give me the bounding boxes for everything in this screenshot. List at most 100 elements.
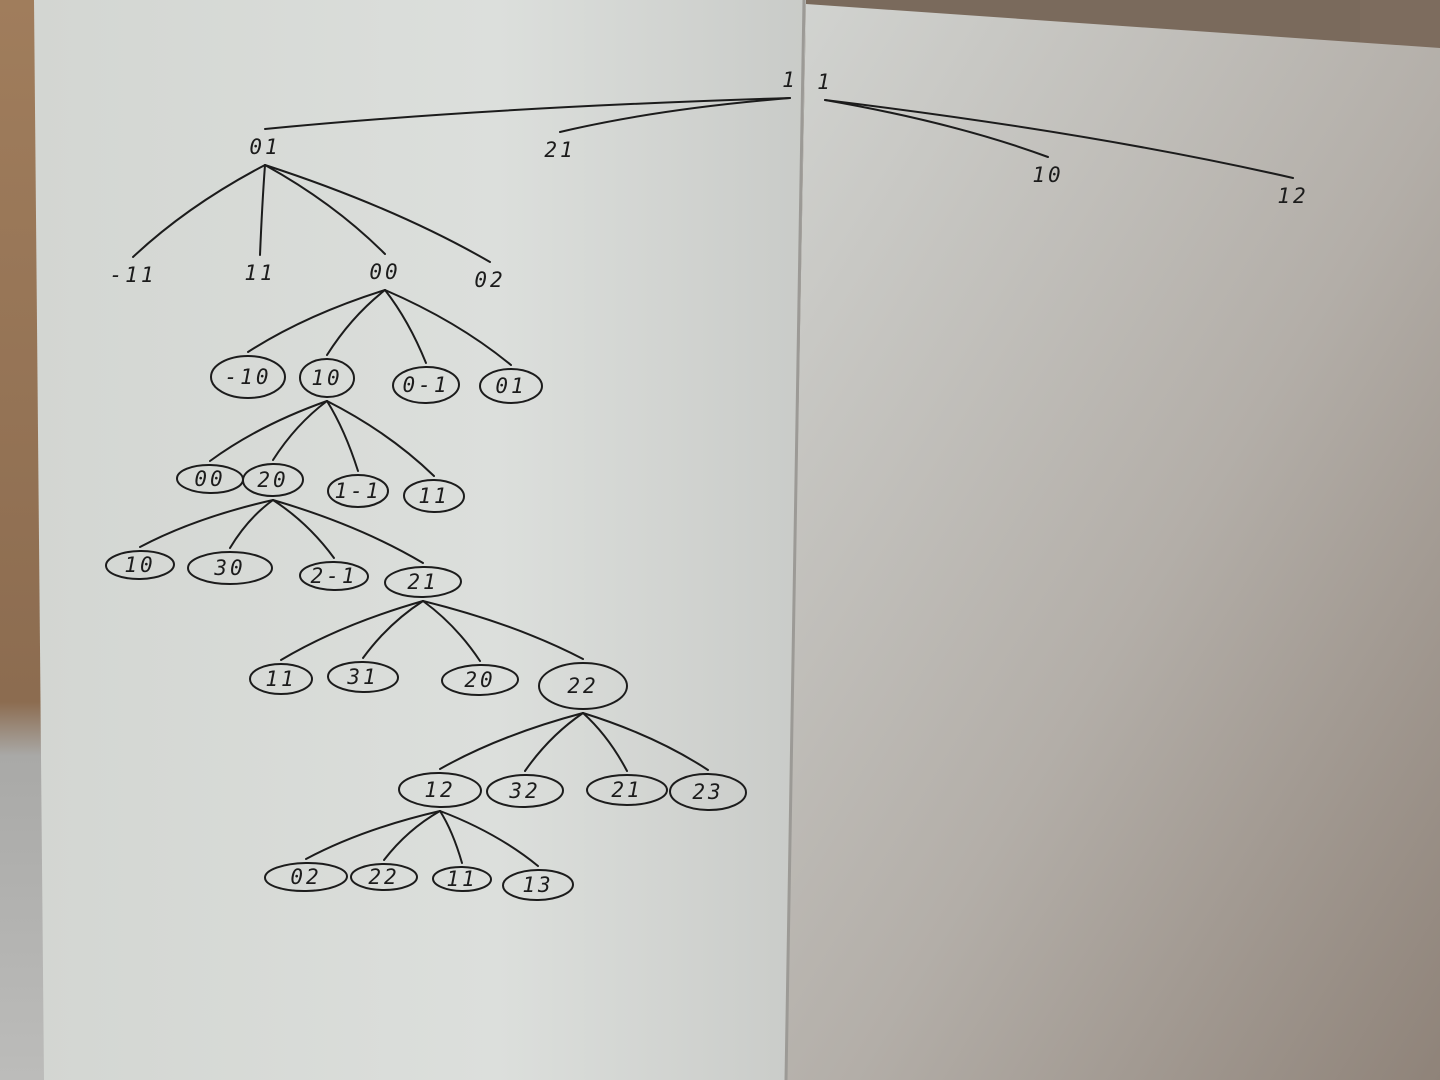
tree-node: 1-1	[327, 474, 389, 508]
node-label: 21	[544, 138, 575, 162]
node-circle	[249, 663, 313, 695]
tree-edge	[132, 164, 266, 258]
node-label: 02	[290, 865, 321, 889]
node-circle	[398, 771, 482, 809]
node-circle	[327, 660, 399, 694]
node-label: 2-1	[311, 564, 358, 588]
node-label: 30	[213, 556, 245, 580]
tree-edge	[326, 400, 359, 472]
tree-node: 11	[432, 865, 492, 893]
tree-edge	[272, 499, 335, 559]
tree-edge	[824, 99, 1049, 158]
tree-edge	[439, 810, 539, 867]
tree-edge	[326, 289, 386, 356]
tree-node: 31	[327, 660, 399, 694]
tree-node: 02	[474, 268, 505, 292]
node-circle	[486, 773, 564, 809]
tree-node: 1	[782, 68, 795, 92]
node-label: 10	[311, 366, 342, 390]
tree-edge	[229, 499, 274, 549]
tree-node: 23	[669, 772, 747, 812]
node-label: 12	[1277, 184, 1308, 208]
tree-edge	[264, 164, 491, 263]
node-label: 20	[464, 668, 495, 692]
node-label: 02	[474, 268, 505, 292]
tree-node: 00	[369, 260, 400, 284]
tree-node: -11	[110, 263, 157, 287]
tree-edge	[384, 289, 512, 366]
tree-edge	[559, 97, 791, 133]
tree-node: 20	[242, 462, 304, 498]
node-label: 10	[124, 553, 155, 577]
tree-node: 10	[1032, 163, 1063, 187]
tree-edge	[824, 99, 1294, 179]
node-circle	[350, 863, 418, 891]
node-label: 1-1	[335, 479, 382, 503]
node-label: 22	[567, 674, 598, 698]
node-circle	[403, 478, 465, 514]
node-label: 10	[1032, 163, 1063, 187]
tree-node: 21	[544, 138, 575, 162]
node-circle	[187, 551, 273, 585]
tree-edge	[280, 600, 424, 661]
node-circle	[479, 368, 543, 404]
node-label: 13	[522, 873, 553, 897]
tree-node: 0-1	[392, 365, 460, 405]
node-circle	[384, 565, 462, 599]
tree-node: 11	[249, 663, 313, 695]
node-label: 11	[446, 867, 477, 891]
node-label: 21	[407, 570, 438, 594]
node-circle	[538, 662, 628, 710]
node-circle	[392, 365, 460, 405]
tree-edge	[247, 289, 386, 353]
node-circle	[502, 868, 574, 902]
tree-node: 13	[502, 868, 574, 902]
tree-node: 20	[441, 663, 519, 697]
node-circle	[432, 865, 492, 893]
node-label: 11	[265, 667, 296, 691]
node-circle	[264, 861, 348, 893]
node-label: 11	[418, 484, 449, 508]
tree-edge	[582, 712, 709, 771]
tree-node: 01	[479, 368, 543, 404]
tree-edge	[384, 289, 427, 364]
tree-edge	[305, 810, 441, 860]
node-label: 0-1	[403, 373, 450, 397]
node-label: 00	[369, 260, 400, 284]
tree-node: 1	[817, 70, 830, 94]
tree-node: 21	[586, 774, 668, 806]
node-label: -11	[110, 263, 157, 287]
tree-edge	[139, 499, 274, 548]
node-circle	[586, 774, 668, 806]
node-label: 12	[424, 778, 455, 802]
tree-node: 2-1	[299, 560, 369, 592]
node-circle	[669, 772, 747, 812]
tree-edge	[264, 164, 386, 255]
tree-edge	[209, 400, 328, 462]
node-label: 21	[611, 778, 642, 802]
tree-edge	[422, 600, 481, 662]
tree-node: 30	[187, 551, 273, 585]
tree-edge	[439, 810, 463, 864]
node-label: 31	[346, 665, 378, 689]
tree-node: 11	[244, 261, 272, 285]
node-label: 01	[495, 374, 526, 398]
node-label: 00	[194, 467, 225, 491]
left-page	[34, 0, 806, 1080]
tree-edge	[272, 400, 328, 461]
node-label: -10	[225, 365, 272, 389]
tree-node: -10	[210, 355, 286, 399]
tree-edge	[272, 499, 424, 564]
tree-edges	[132, 97, 1294, 867]
tree-node: 02	[264, 861, 348, 893]
right-page	[786, 4, 1440, 1080]
node-circle	[327, 474, 389, 508]
tree-node: 11	[403, 478, 465, 514]
node-circle	[210, 355, 286, 399]
tree-node: 10	[105, 549, 175, 581]
tree-edge	[264, 97, 791, 130]
page-gutter	[784, 0, 806, 1080]
node-circle	[299, 560, 369, 592]
tree-node: 10	[299, 357, 355, 399]
